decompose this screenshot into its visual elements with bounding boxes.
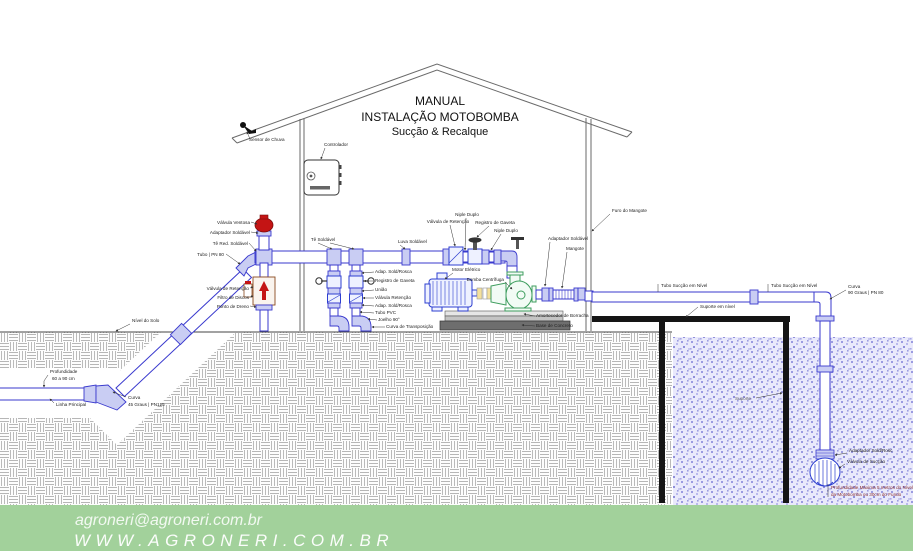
- label-te-soldavel: Tê Soldável: [311, 237, 335, 242]
- label-motor: Motor Elétrico: [452, 267, 481, 272]
- pump-motor-group: [424, 271, 594, 331]
- rain-sensor-icon: [240, 122, 256, 134]
- label-luva-soldavel: Luva Soldável: [398, 239, 427, 244]
- label-prof-max-l1: Profundidade Máxima 5 metros do Nível: [831, 485, 913, 490]
- label-linha-principal: Linha Principal: [56, 402, 86, 407]
- label-tubo-succao1: Tubo Sucção em Nível: [661, 283, 707, 288]
- label-te-red-soldavel: Tê Red. Soldável: [213, 241, 248, 246]
- label-furo-mangote: Furo do Mangote: [612, 208, 647, 213]
- buried-main-line: [0, 250, 259, 411]
- label-niple-duplo2: Niple Duplo: [494, 228, 518, 233]
- ventosa-valve-icon: [254, 217, 274, 233]
- label-adap-sold-succao: Adaptador Sold/Rosc: [849, 448, 893, 453]
- label-base-concreto: Base de Concreto: [536, 323, 573, 328]
- left-wall: [299, 118, 305, 331]
- foot-valve: [809, 449, 841, 487]
- centrifugal-pump: [490, 271, 537, 312]
- concrete-base: [439, 320, 571, 331]
- label-profundidade-l2: 60 a 90 cm: [52, 376, 75, 381]
- label-tubo-linha: Tubo | PN 80: [197, 252, 224, 257]
- footer-email: agroneri@agroneri.com.br: [75, 512, 263, 529]
- label-curva90-l1: Curva: [848, 284, 861, 289]
- discharge-manifold: [243, 214, 524, 332]
- outdoor-suction-line: [591, 289, 841, 487]
- label-amortecedor: Amortecedor de Borracha: [536, 313, 589, 318]
- label-tubo-succao2: Tubo Sucção em Nível: [771, 283, 817, 288]
- label-valvula-retencao-h: Válvula de Retenção: [427, 219, 470, 224]
- label-adaptador-soldavel: Adaptador Soldável: [210, 230, 250, 235]
- ground-hatch: [0, 258, 672, 505]
- title-line2: INSTALAÇÃO MOTOBOMBA: [361, 110, 519, 124]
- annotations: Sensor de Chuva Controlador Válvula Vent…: [42, 131, 913, 497]
- label-adap-sold-rosca: Adap. Sold/Rosca: [375, 269, 412, 274]
- label-niple-duplo: Niple Duplo: [455, 212, 479, 217]
- drop-column-1: [315, 248, 350, 332]
- label-valvula-succao: Válvula de Sucção: [847, 459, 885, 464]
- label-adaptador-mangote: Adaptador Soldável: [548, 236, 588, 241]
- title-block: MANUAL INSTALAÇÃO MOTOBOMBA Sucção & Rec…: [361, 94, 519, 138]
- label-adap-sold-rosca2: Adap. Sold/Rosca: [375, 303, 412, 308]
- label-suporte: Suporte: [735, 396, 752, 401]
- label-profundidade-l1: Profundidade: [50, 369, 78, 374]
- suction-hose-assembly: [535, 287, 594, 302]
- title-line3: Sucção & Recalque: [392, 126, 489, 138]
- label-bomba: Bomba Centrífuga: [467, 277, 505, 282]
- label-controlador: Controlador: [324, 142, 348, 147]
- label-joelho90: Joelho 90°: [378, 317, 400, 322]
- water-reservoir: [673, 337, 913, 505]
- label-tubo-pvc: Tubo PVC: [375, 310, 397, 315]
- electric-motor: [424, 272, 478, 312]
- label-prof-max-l2: da Motobomba ou 30cm do Fundo: [831, 492, 902, 497]
- label-uniao: União: [375, 287, 387, 292]
- label-valvula-ret-filtro: Válvula de Retenção: [207, 286, 250, 291]
- footer-banner: agroneri@agroneri.com.br WWW.AGRONERI.CO…: [0, 505, 913, 551]
- label-filtro: Filtro de Discos: [217, 295, 249, 300]
- label-curva45-l1: Curva: [128, 395, 141, 400]
- title-line1: MANUAL: [415, 94, 465, 108]
- label-suporte-nivel: Suporte em nível: [700, 304, 735, 309]
- label-dreno: Ponto de Dreno: [217, 304, 250, 309]
- label-valvula-retencao: Válvula Retenção: [375, 295, 411, 300]
- label-nivel-solo: Nível do Solo: [132, 318, 160, 323]
- label-curva90-l2: 90 Graus | PN 80: [848, 290, 884, 295]
- label-curva45-l2: 45 Graus | PN125: [128, 402, 165, 407]
- label-sensor-chuva: Sensor de Chuva: [249, 137, 285, 142]
- coupling: [476, 287, 492, 300]
- suction-supports: [592, 316, 790, 503]
- label-registro-gaveta2: Registro de Gaveta: [475, 220, 515, 225]
- filter-drain-column: [243, 262, 276, 332]
- label-mangote: Mangote: [566, 246, 584, 251]
- label-curva-transposicao: Curva de Transposição: [386, 324, 434, 329]
- label-registro-gaveta: Registro de Gaveta: [375, 278, 415, 283]
- air-release-valve-assembly: [254, 214, 274, 266]
- controller-box: [303, 159, 342, 196]
- footer-website: WWW.AGRONERI.COM.BR: [74, 531, 394, 550]
- label-valvula-ventosa: Válvula Ventosa: [217, 220, 250, 225]
